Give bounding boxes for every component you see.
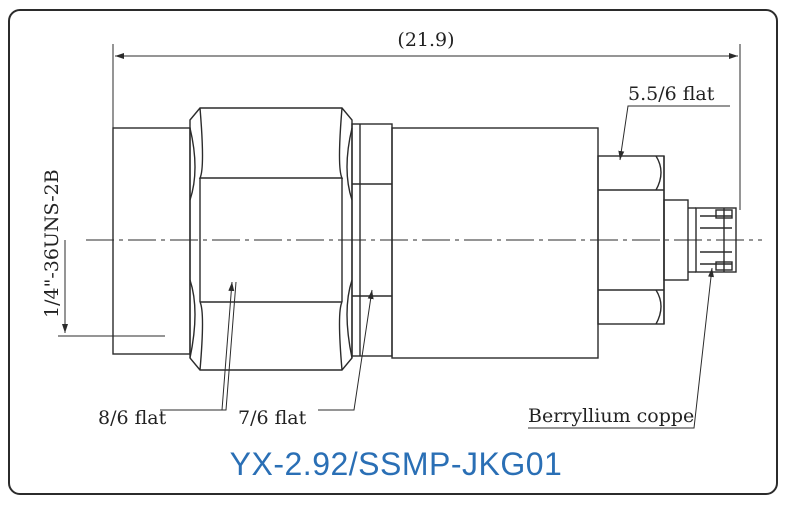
leader-flat-small bbox=[618, 105, 730, 161]
leader-flat-large bbox=[160, 281, 237, 411]
flat-small-label: 5.5/6 flat bbox=[628, 83, 715, 105]
drawing-frame bbox=[8, 9, 778, 495]
overall-length-label: (21.9) bbox=[397, 29, 454, 51]
leader-flat-mid bbox=[318, 289, 374, 411]
connector-body bbox=[391, 127, 599, 359]
flat-mid-label: 7/6 flat bbox=[238, 407, 307, 429]
flat-large-label: 8/6 flat bbox=[98, 407, 167, 429]
connector-neck bbox=[663, 199, 689, 281]
hex-nut-large bbox=[189, 107, 353, 371]
coupling-nut-body bbox=[112, 127, 191, 355]
thread-spec-label: 1/4"-36UNS-2B bbox=[41, 169, 63, 318]
ssmp-contact bbox=[695, 207, 737, 273]
contact-material-label: Berryllium coppe bbox=[528, 405, 694, 427]
part-number-title: YX-2.92/SSMP-JKG01 bbox=[229, 446, 563, 482]
leader-contact bbox=[528, 267, 714, 429]
